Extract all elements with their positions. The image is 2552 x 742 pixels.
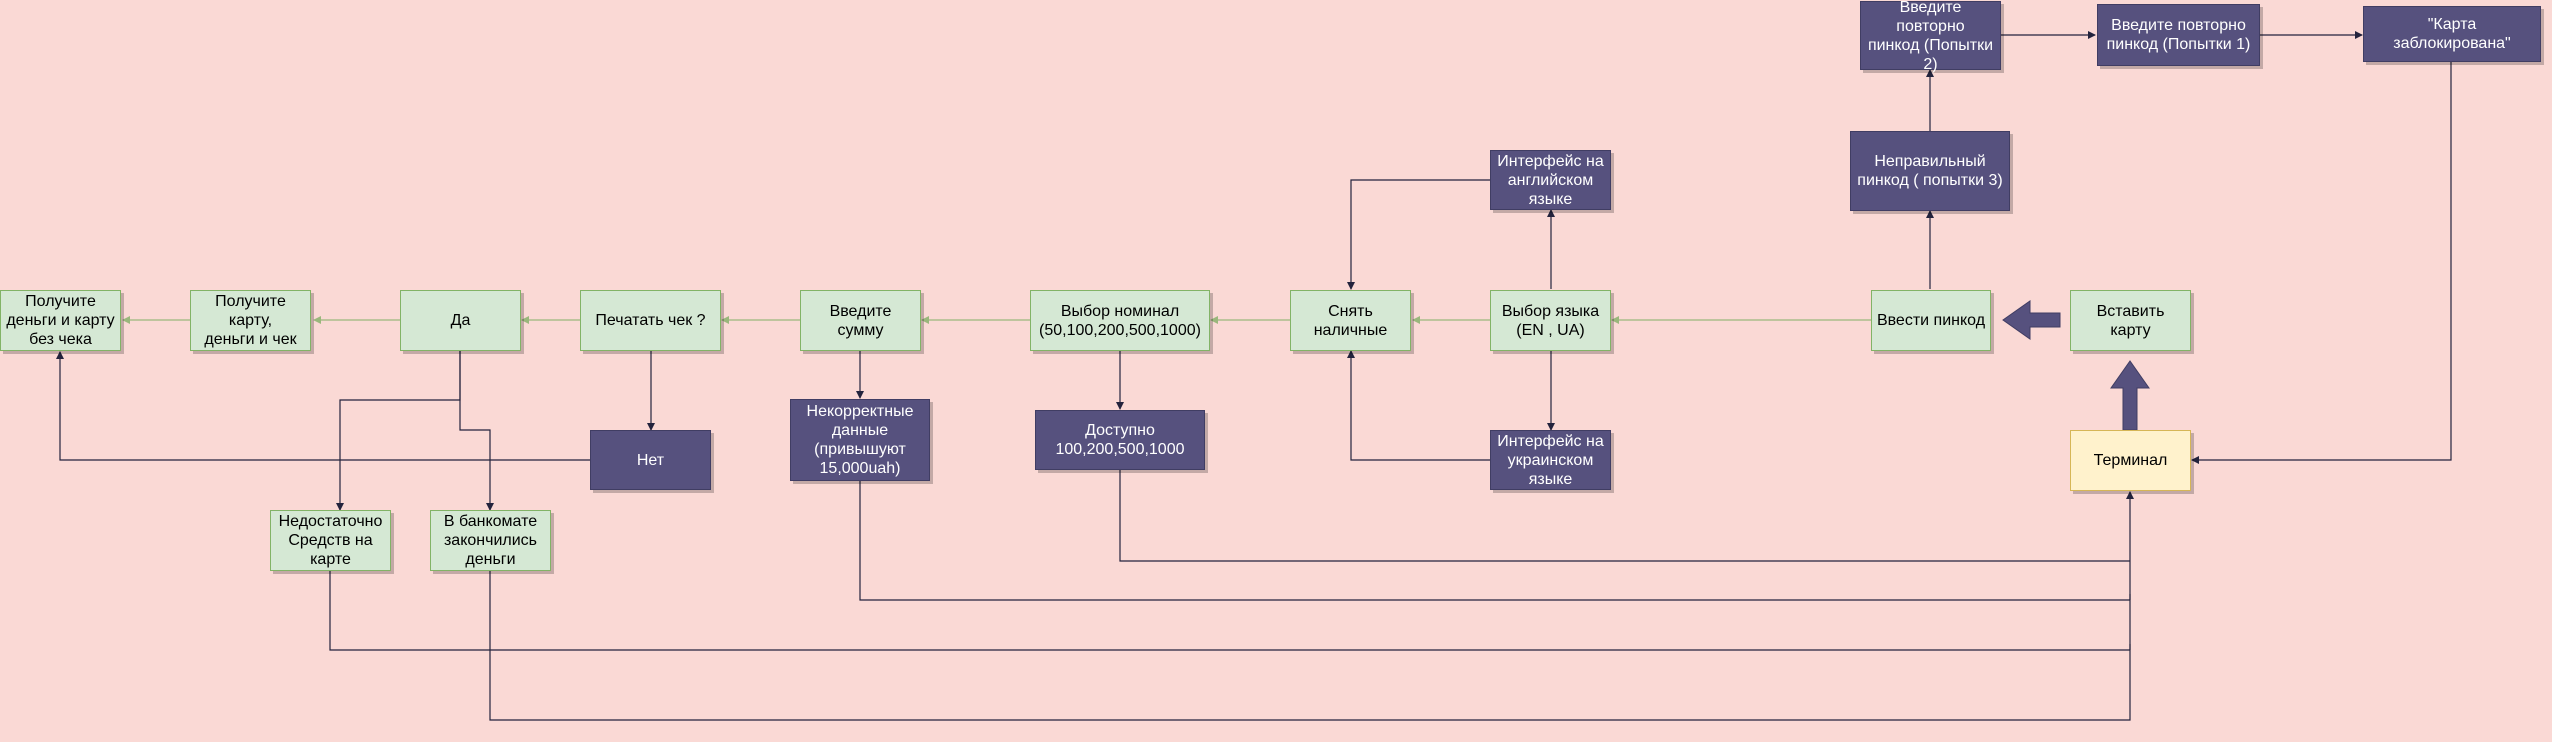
node-incorrect-data: Некорректные данные (привышуют 15,000uah… <box>790 399 930 481</box>
node-print-receipt: Печатать чек ? <box>580 290 721 351</box>
block-arrow-left <box>2002 300 2061 340</box>
node-retry-pin-1: Введите повторно пинкод (Попытки 1) <box>2097 4 2260 66</box>
edge-no-to-receive-money <box>56 351 590 461</box>
block-arrow-up <box>2110 360 2150 431</box>
node-wrong-pin-3: Неправильный пинкод ( попытки 3) <box>1850 131 2010 211</box>
edge-yes-to-atm-empty <box>459 351 494 511</box>
node-withdraw-cash: Снять наличные <box>1290 290 1411 351</box>
node-enter-amount: Введите сумму <box>800 290 921 351</box>
node-available: Доступно 100,200,500,1000 <box>1035 410 1205 470</box>
edge-incorrect-to-terminal <box>859 481 2130 601</box>
node-insufficient-funds: Недостаточно Средств на карте <box>270 510 391 571</box>
node-interface-ua: Интерфейс на украинском языке <box>1490 430 1611 490</box>
node-card-blocked: "Карта заблокирована" <box>2363 6 2541 62</box>
node-choose-denomination: Выбор номинал (50,100,200,500,1000) <box>1030 290 1210 351</box>
node-interface-en: Интерфейс на английском языке <box>1490 150 1611 210</box>
edge-yes-to-insufficient <box>336 351 461 511</box>
node-insert-card: Вставить карту <box>2070 290 2191 351</box>
node-retry-pin-2: Введите повторно пинкод (Попытки 2) <box>1860 0 2001 73</box>
node-choose-language: Выбор языка (EN , UA) <box>1490 290 1611 351</box>
edge-insufficient-to-terminal <box>329 571 2130 651</box>
edge-available-to-terminal <box>1119 470 2130 562</box>
node-yes: Да <box>400 290 521 351</box>
edge-en-to-withdraw <box>1347 179 1490 290</box>
node-atm-out-of-money: В банкомате закончились деньги <box>430 510 551 571</box>
edge-blocked-to-terminal <box>2191 62 2452 464</box>
node-enter-pin: Ввести пинкод <box>1871 290 1991 351</box>
edge-ua-to-withdraw <box>1347 350 1490 461</box>
node-no: Нет <box>590 430 711 490</box>
node-receive-card-money-receipt: Получите карту, деньги и чек <box>190 290 311 351</box>
edge-atm-empty-to-terminal <box>489 491 2134 721</box>
node-receive-money-no-receipt: Получите деньги и карту без чека <box>0 290 121 351</box>
node-terminal: Терминал <box>2070 430 2191 491</box>
